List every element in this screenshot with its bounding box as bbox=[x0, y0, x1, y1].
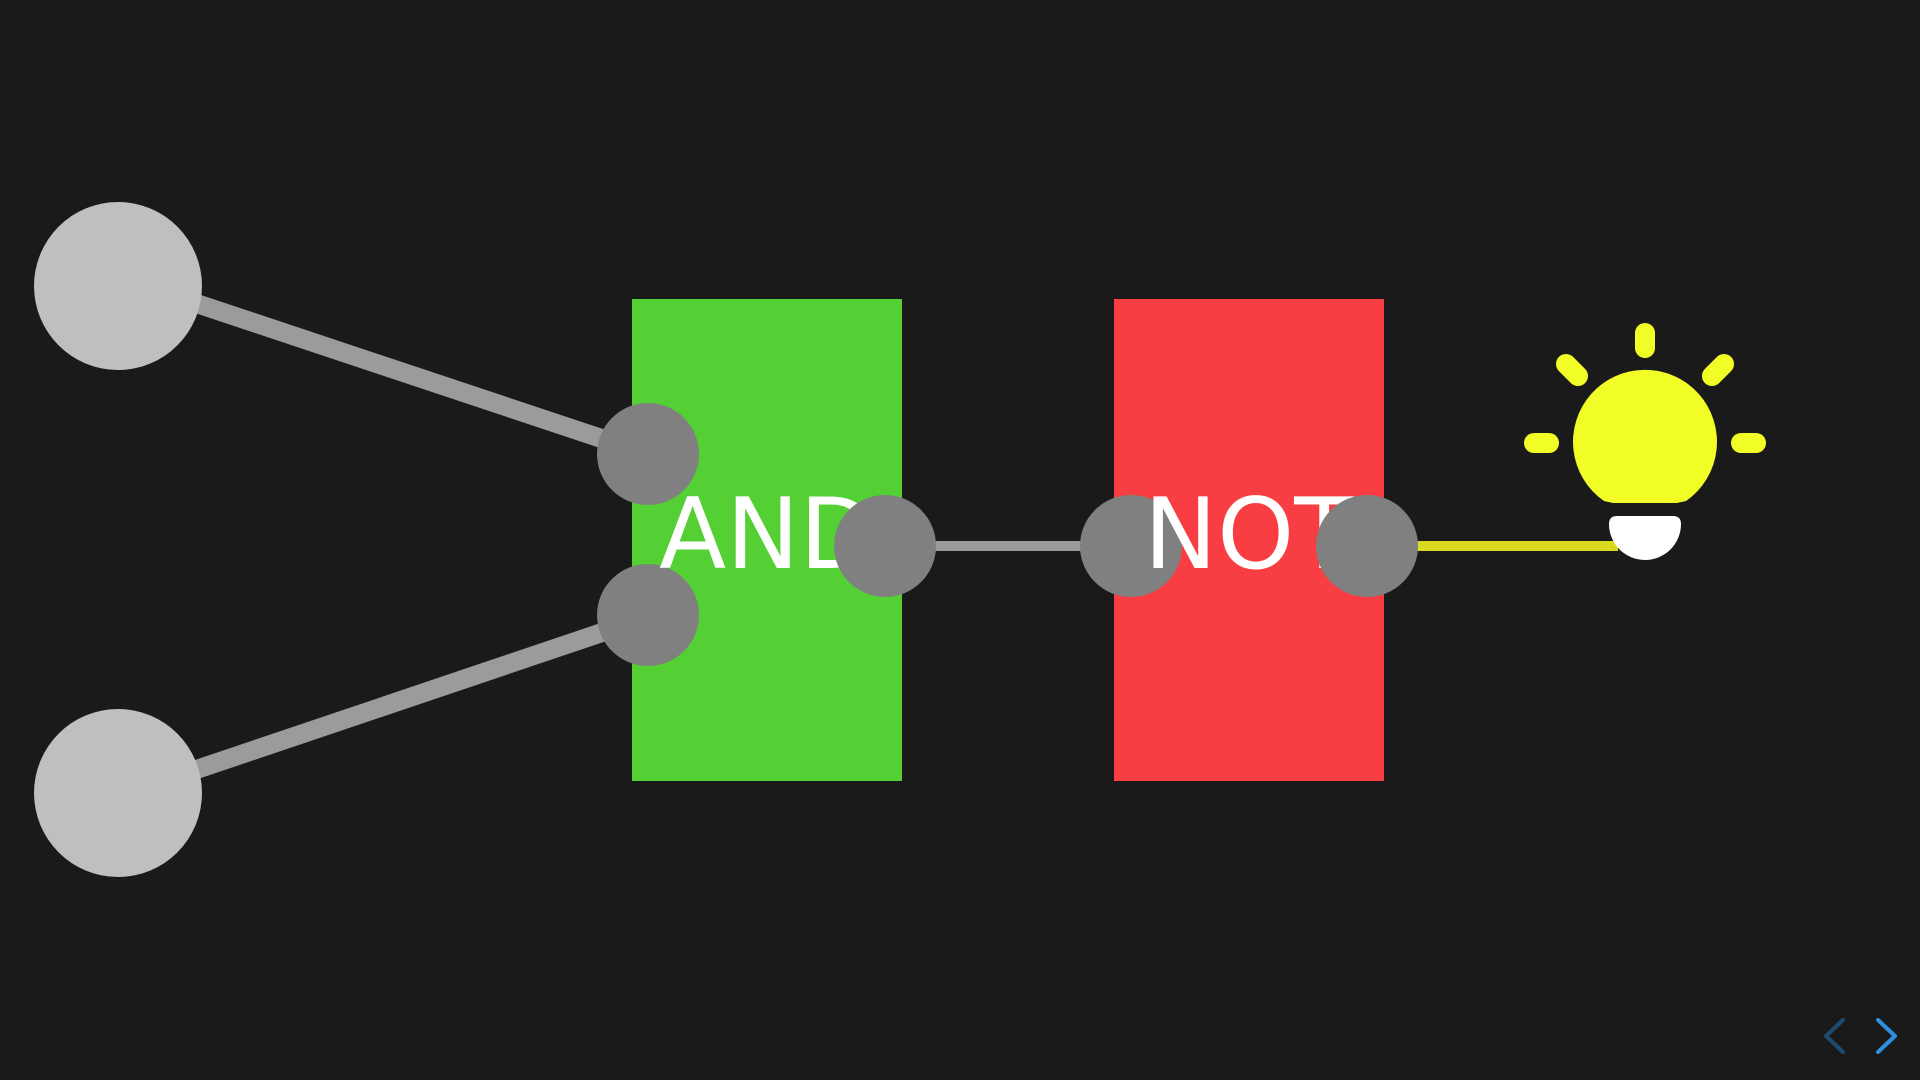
not-output-port[interactable] bbox=[1316, 495, 1418, 597]
input-node-b[interactable] bbox=[34, 709, 202, 877]
chevron-left-icon bbox=[1824, 1018, 1845, 1054]
lightbulb-glass bbox=[1572, 369, 1718, 503]
prev-slide-button[interactable] bbox=[1824, 1018, 1845, 1054]
wire-input-a-to-and bbox=[191, 293, 652, 464]
input-node-a[interactable] bbox=[34, 202, 202, 370]
and-output-port[interactable] bbox=[834, 495, 936, 597]
wire-input-b-to-and bbox=[191, 607, 652, 780]
and-input-port-a[interactable] bbox=[597, 403, 699, 505]
lightbulb-icon[interactable] bbox=[1524, 323, 1766, 560]
lightbulb-ray-upper-right bbox=[1702, 354, 1734, 386]
lightbulb-ray-upper-left bbox=[1556, 354, 1588, 386]
lightbulb-base bbox=[1609, 516, 1681, 560]
and-input-port-b[interactable] bbox=[597, 564, 699, 666]
chevron-right-icon bbox=[1876, 1018, 1897, 1054]
next-slide-button[interactable] bbox=[1876, 1018, 1897, 1054]
not-input-port[interactable] bbox=[1080, 495, 1182, 597]
